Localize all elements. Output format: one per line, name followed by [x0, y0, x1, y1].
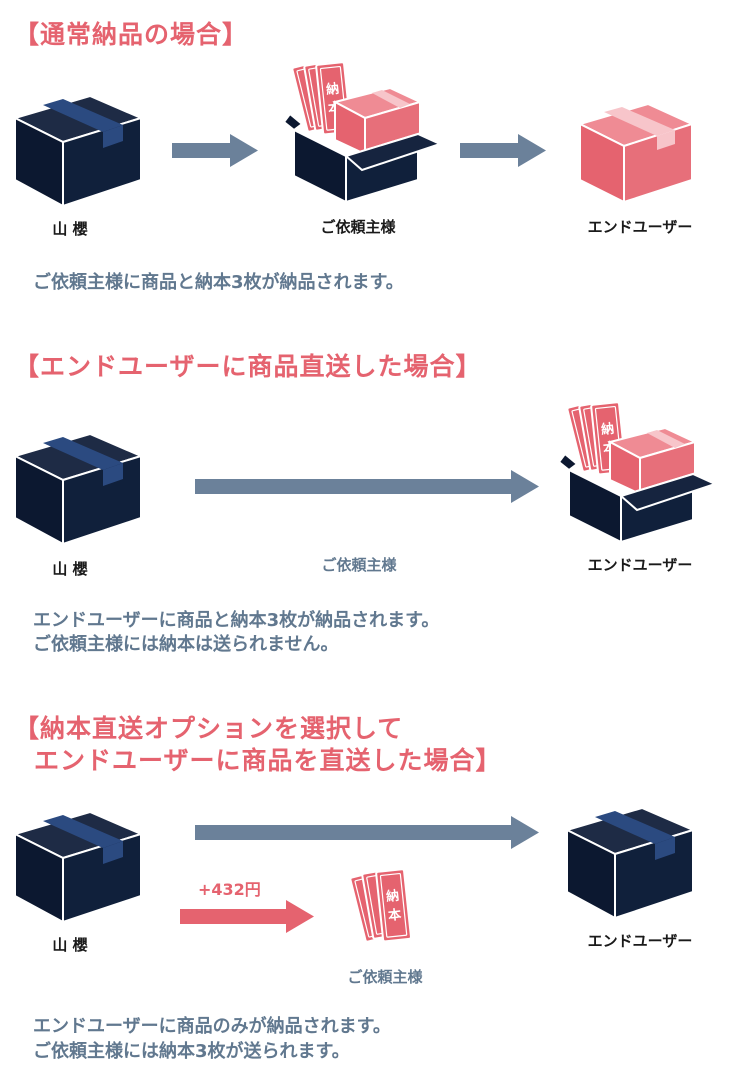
section1-arrow-1 [172, 132, 264, 170]
section2-receiver-label: エンドユーザー [565, 554, 715, 575]
section2-heading: 【エンドユーザーに商品直送した場合】 [14, 350, 482, 383]
section3-sender-box [15, 812, 143, 924]
section1-middle-label: ご依頼主様 [298, 216, 418, 237]
section1-receiver-label: エンドユーザー [565, 216, 715, 237]
section3-price: +432円 [198, 876, 261, 900]
section2-open-box-with-tickets: 納 本 [555, 400, 720, 545]
section3-middle-label: ご依頼主様 [326, 966, 444, 987]
section3-arrow-top [195, 814, 545, 852]
section3-description-line2: ご依頼主様には納本3枚が送られます。 [33, 1041, 350, 1063]
section1-receiver-red-box [580, 104, 694, 204]
section3-arrow-red [180, 898, 325, 936]
section1-arrow-2 [460, 132, 552, 170]
section2-sender-box [15, 434, 143, 546]
section1-open-box-with-tickets: 納 本 [280, 60, 445, 205]
section2-description-line2: ご依頼主様には納本は送られません。 [33, 634, 338, 656]
section2-middle-label: ご依頼主様 [300, 554, 418, 575]
section2-description-line1: エンドユーザーに商品と納本3枚が納品されます。 [33, 610, 439, 632]
section3-heading-line1: 【納本直送オプションを選択して [14, 712, 403, 745]
section3-receiver-label: エンドユーザー [565, 930, 715, 951]
section3-receiver-box [567, 808, 695, 920]
section3-heading-line2: エンドユーザーに商品を直送した場合】 [34, 744, 502, 777]
ticket-text-1: 納 [325, 81, 340, 98]
svg-text:納: 納 [600, 421, 615, 438]
svg-text:納: 納 [385, 888, 400, 905]
section3-description-line1: エンドユーザーに商品のみが納品されます。 [33, 1016, 391, 1038]
section1-description: ご依頼主様に商品と納本3枚が納品されます。 [33, 272, 404, 294]
section1-heading: 【通常納品の場合】 [14, 18, 248, 51]
section1-sender-box [15, 96, 143, 208]
svg-text:本: 本 [387, 907, 402, 924]
section2-arrow [195, 468, 545, 506]
section3-tickets: 納 本 [346, 866, 426, 956]
section3-sender-label: 山 櫻 [30, 934, 110, 955]
section2-sender-label: 山 櫻 [30, 558, 110, 579]
section1-sender-label: 山 櫻 [30, 218, 110, 239]
